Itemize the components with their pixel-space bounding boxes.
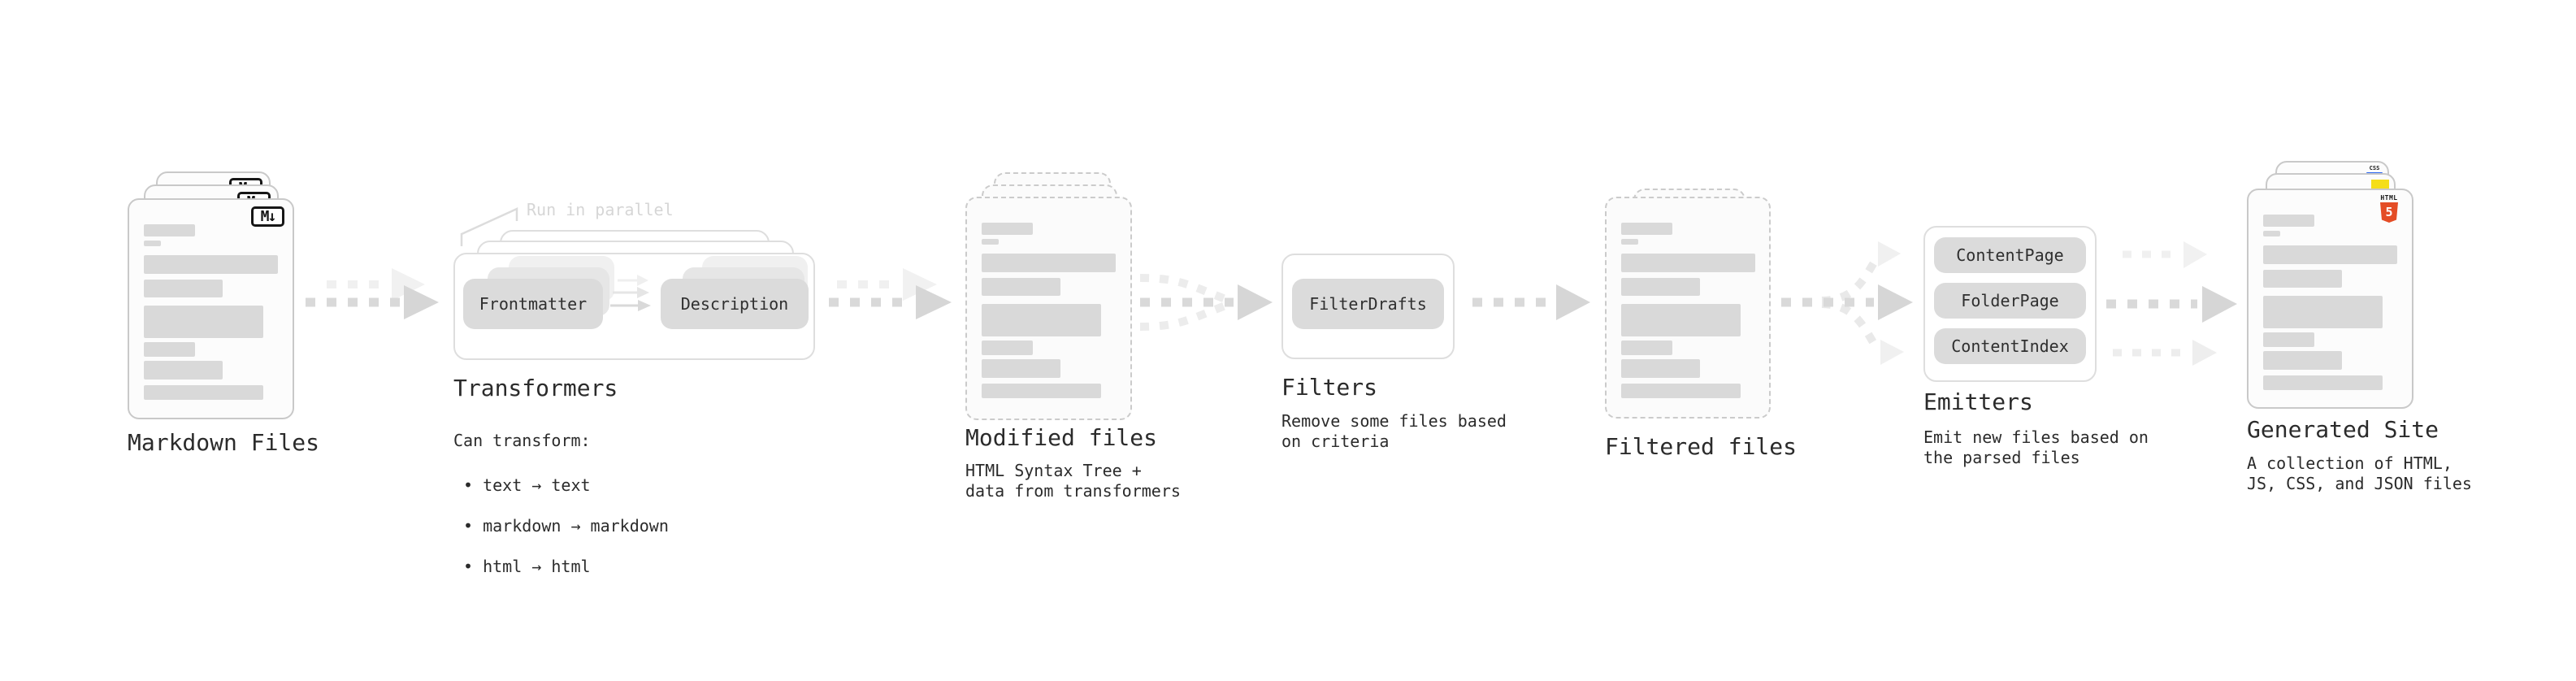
arrows-emitters-to-generated xyxy=(2106,241,2237,366)
doc-line xyxy=(2263,231,2280,236)
doc-line xyxy=(982,223,1033,235)
bullet-item: • text → text xyxy=(463,475,591,495)
generated-site-description: A collection of HTML, JS, CSS, and JSON … xyxy=(2247,453,2472,493)
filters-description: Remove some files based on criteria xyxy=(1281,411,1507,451)
doc-line xyxy=(1621,223,1672,235)
doc-line xyxy=(144,361,223,380)
doc-line xyxy=(1621,340,1672,355)
doc-line xyxy=(1621,254,1755,272)
doc-line xyxy=(982,239,999,245)
can-transform-heading: Can transform: xyxy=(453,431,591,450)
modified-file-doc-front xyxy=(965,197,1132,420)
doc-line xyxy=(982,304,1101,336)
doc-line xyxy=(2263,296,2383,328)
doc-content-placeholder xyxy=(144,200,278,400)
arrow-markdown-to-transformers xyxy=(306,268,439,319)
emitters-description: Emit new files based on the parsed files xyxy=(1923,427,2149,467)
doc-line xyxy=(982,254,1116,272)
doc-line xyxy=(144,255,278,274)
run-in-parallel-note: Run in parallel xyxy=(527,200,674,219)
doc-line xyxy=(2263,215,2314,227)
filtered-files-label: Filtered files xyxy=(1605,433,1798,460)
doc-line xyxy=(2263,351,2342,370)
doc-content-placeholder xyxy=(2263,190,2397,390)
generated-site-label: Generated Site xyxy=(2247,416,2439,443)
transformers-description: Can transform: • text → text • markdown … xyxy=(453,410,669,597)
doc-line xyxy=(2263,375,2383,390)
doc-line xyxy=(2263,245,2397,264)
transformers-title: Transformers xyxy=(453,375,618,401)
doc-line xyxy=(144,224,195,236)
generated-doc-html: HTML 5 xyxy=(2247,189,2413,409)
filters-title: Filters xyxy=(1281,374,1378,401)
markdown-files-label: Markdown Files xyxy=(128,429,320,456)
doc-line xyxy=(1621,239,1638,245)
bullet-item: • html → html xyxy=(463,557,591,576)
arrow-filters-to-filtered xyxy=(1472,284,1590,320)
doc-line xyxy=(144,280,223,297)
html5-icon: HTML 5 xyxy=(2379,195,2400,223)
filtered-file-doc-front xyxy=(1605,197,1771,419)
markdown-file-doc-front: M↓ xyxy=(128,198,294,419)
arrow-modified-to-filters-converge xyxy=(1139,274,1273,331)
doc-line xyxy=(982,384,1101,398)
doc-line xyxy=(2263,332,2314,347)
bullet-item: • markdown → markdown xyxy=(463,516,669,536)
doc-line xyxy=(144,306,263,338)
frontmatter-pill: Frontmatter xyxy=(463,279,603,329)
doc-line xyxy=(982,278,1060,296)
doc-line xyxy=(982,340,1033,355)
contentindex-pill: ContentIndex xyxy=(1934,328,2086,364)
doc-line xyxy=(1621,359,1700,378)
modified-files-label: Modified files xyxy=(965,424,1158,451)
doc-line xyxy=(1621,384,1741,398)
doc-content-placeholder xyxy=(1621,198,1755,398)
doc-line xyxy=(1621,278,1700,296)
contentpage-pill: ContentPage xyxy=(1934,237,2086,273)
arrow-filtered-to-emitters-diverge xyxy=(1781,241,1913,365)
javascript-icon xyxy=(2371,180,2389,190)
doc-line xyxy=(982,359,1060,378)
doc-line xyxy=(144,385,263,400)
doc-line xyxy=(144,241,161,246)
modified-files-description: HTML Syntax Tree + data from transformer… xyxy=(965,461,1181,501)
description-pill: Description xyxy=(661,279,809,329)
filterdrafts-pill: FilterDrafts xyxy=(1292,279,1444,329)
markdown-icon: M↓ xyxy=(251,206,284,227)
doc-line xyxy=(2263,270,2342,288)
emitters-title: Emitters xyxy=(1923,388,2033,415)
doc-line xyxy=(1621,304,1741,336)
folderpage-pill: FolderPage xyxy=(1934,283,2086,319)
doc-line xyxy=(144,342,195,357)
arrow-transformers-to-modified xyxy=(829,268,952,319)
doc-content-placeholder xyxy=(982,198,1116,398)
